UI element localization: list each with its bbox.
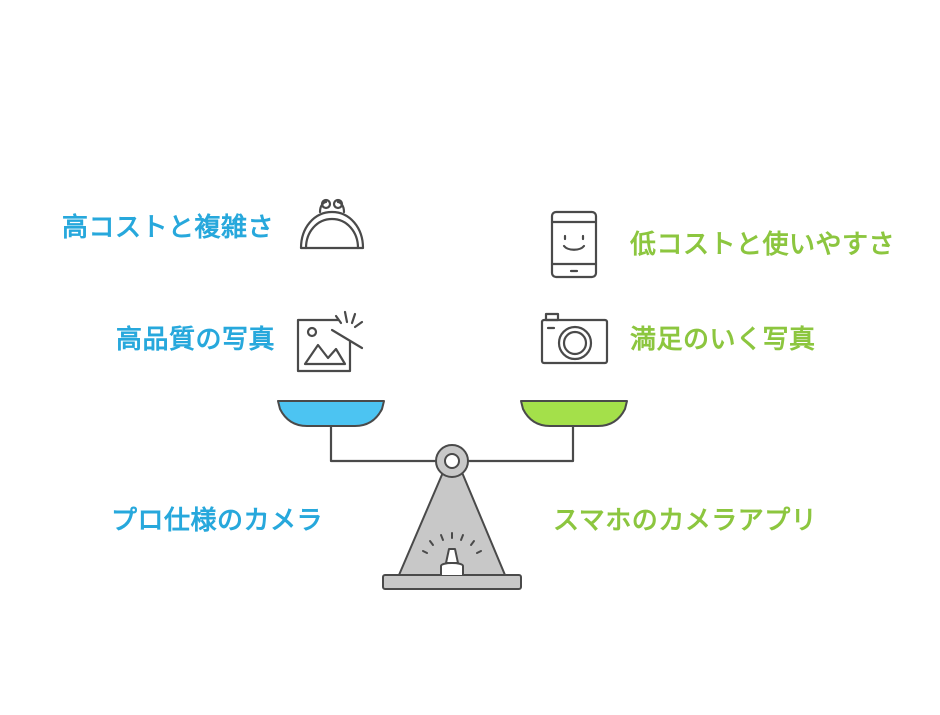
- left-pan: [277, 400, 385, 427]
- smiling-phone-icon: [550, 210, 598, 279]
- right-pan: [520, 400, 628, 427]
- left-quality-label: 高品質の写真: [115, 325, 275, 355]
- left-title: プロ仕様のカメラ: [110, 506, 323, 536]
- left-cost-label: 高コストと複雑さ: [61, 213, 274, 243]
- scale-base: [382, 574, 522, 590]
- scale-indicator: [445, 548, 459, 564]
- right-cost-label: 低コストと使いやすさ: [630, 230, 896, 260]
- camera-icon: [540, 312, 609, 365]
- coin-purse-icon: [299, 198, 365, 250]
- right-quality-label: 満足のいく写真: [630, 325, 816, 355]
- magic-photo-icon: [296, 310, 364, 373]
- balance-scale-icon: [277, 400, 628, 590]
- right-title: スマホのカメラアプリ: [553, 506, 818, 536]
